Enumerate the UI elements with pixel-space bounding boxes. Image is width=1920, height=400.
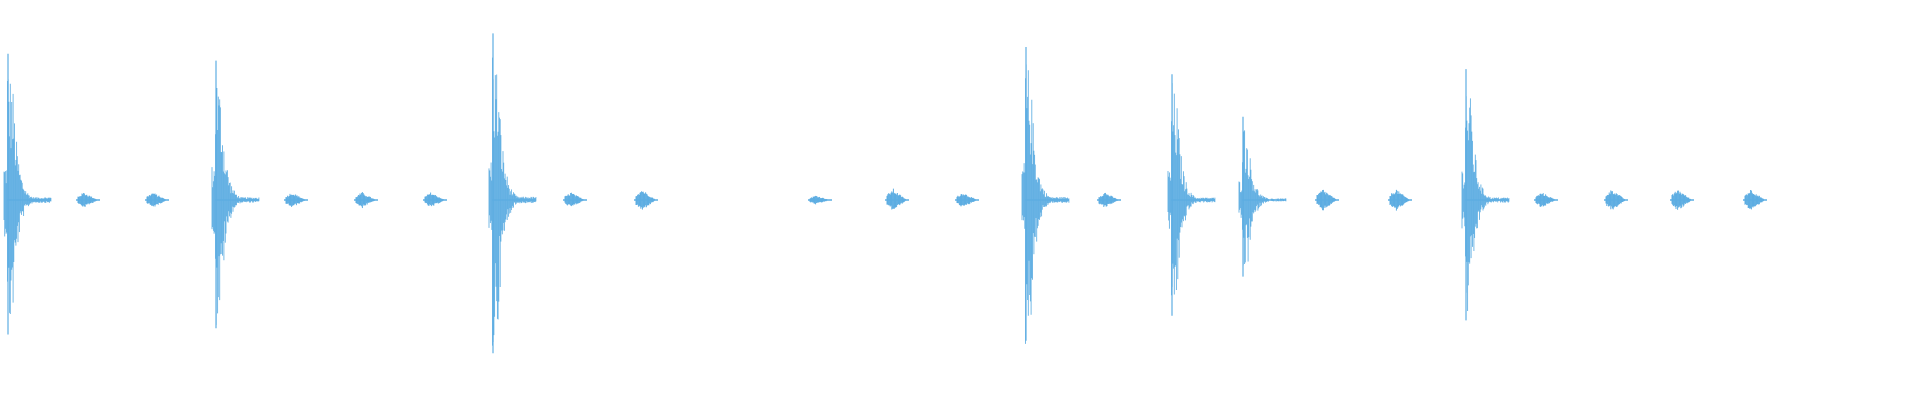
waveform-blip xyxy=(1604,190,1628,210)
waveform-burst xyxy=(211,60,260,329)
waveform-blip xyxy=(1534,193,1558,207)
waveform-blip xyxy=(1315,189,1339,211)
waveform-blip xyxy=(1743,189,1767,210)
waveform-blip xyxy=(1388,189,1412,211)
waveform-blip xyxy=(76,192,100,207)
waveform-burst xyxy=(1461,69,1510,321)
waveform-burst xyxy=(1167,74,1216,316)
waveform-burst xyxy=(3,53,52,335)
waveform-blip xyxy=(634,191,658,210)
waveform-burst xyxy=(488,33,537,354)
waveform-blip xyxy=(423,192,447,207)
waveform-burst xyxy=(1021,47,1070,344)
waveform-blip xyxy=(354,192,378,209)
waveform-segments xyxy=(3,33,1767,354)
waveform-blip xyxy=(284,193,308,207)
waveform-blip xyxy=(1670,190,1694,210)
waveform-blip xyxy=(145,193,169,207)
waveform-blip xyxy=(563,192,587,207)
waveform-blip xyxy=(1097,192,1121,207)
waveform-blip xyxy=(885,188,909,210)
waveform-burst xyxy=(1238,116,1287,277)
waveform-blip xyxy=(808,195,832,205)
waveform-blip xyxy=(955,194,979,207)
